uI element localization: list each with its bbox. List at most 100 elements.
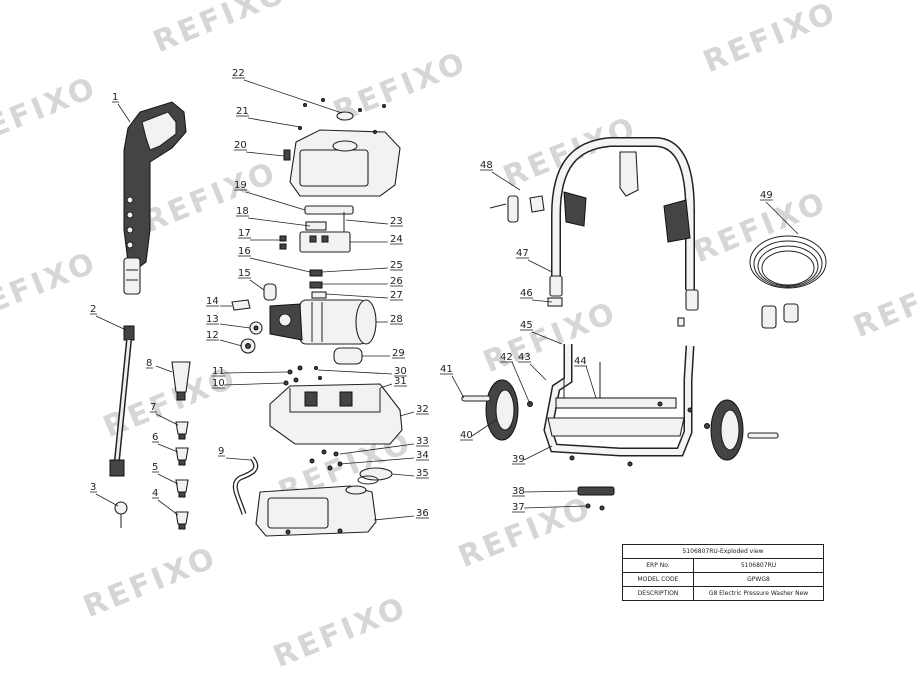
callout-leader [531, 299, 553, 303]
callout-number: 17 [238, 228, 251, 239]
callout-number: 34 [416, 450, 429, 461]
callout-leader [247, 117, 301, 128]
callout-leader [219, 323, 251, 329]
title-block-row: DESCRIPTION G8 Electric Pressure Washer … [623, 587, 823, 600]
callout-number: 43 [518, 352, 531, 363]
callout-leader [157, 473, 179, 485]
title-block-row: MODEL CODE GPWG8 [623, 573, 823, 587]
callout-number: 39 [512, 454, 525, 465]
callout-leader [249, 279, 265, 291]
switch-assembly [279, 212, 351, 299]
callout-number: 4 [152, 488, 158, 499]
callout-number: 9 [218, 446, 224, 457]
callout-number: 30 [394, 366, 407, 377]
callout-number: 35 [416, 468, 429, 479]
callout-leader [243, 79, 343, 114]
callout-leader [379, 383, 393, 389]
top-cover [283, 98, 401, 215]
hose-clip [489, 195, 685, 327]
detergent-tank [255, 485, 377, 537]
callout-number: 11 [212, 366, 225, 377]
callout-number: 41 [440, 364, 453, 375]
cord-hook [577, 486, 615, 511]
callout-number: 40 [460, 430, 473, 441]
callout-number: 15 [238, 268, 251, 279]
callout-number: 3 [90, 482, 96, 493]
callout-number: 12 [206, 330, 219, 341]
callout-layer: 1234567891011121314151617181920212223242… [90, 68, 799, 521]
diagram-canvas: 1234567891011121314151617181920212223242… [90, 68, 827, 537]
callout-number: 49 [760, 190, 773, 201]
callout-number: 7 [150, 402, 156, 413]
callout-number: 36 [416, 508, 429, 519]
callout-number: 46 [520, 288, 533, 299]
title-block: 5106807RU-Exploded view ERP No. 5106807R… [622, 544, 824, 601]
title-block-value: 5106807RU [740, 562, 777, 569]
callout-leader [511, 361, 531, 405]
callout-leader [249, 257, 311, 273]
callout-leader [157, 499, 179, 516]
callout-number: 37 [512, 502, 525, 513]
title-block-value: G8 Electric Pressure Washer New [708, 590, 809, 597]
callout-leader [219, 339, 243, 347]
callout-number: 47 [516, 248, 529, 259]
callout-leader [155, 365, 173, 373]
callout-number: 21 [236, 106, 249, 117]
motor-pump [269, 299, 377, 365]
title-block-key: ERP No. [623, 559, 694, 572]
callout-leader [451, 375, 465, 399]
lance [109, 325, 135, 477]
callout-number: 14 [206, 296, 219, 307]
callout-leader [247, 217, 311, 227]
callout-leader [373, 515, 415, 521]
callout-number: 31 [394, 376, 407, 387]
callout-leader [117, 103, 131, 123]
title-block-value: GPWG8 [747, 576, 770, 583]
callout-number: 45 [520, 320, 533, 331]
callout-leader [523, 505, 587, 509]
callout-leader [223, 371, 289, 374]
callout-leader [391, 473, 415, 477]
callout-leader [325, 293, 389, 299]
callout-number: 19 [234, 180, 247, 191]
callout-number: 24 [390, 234, 403, 245]
turbo-nozzle [171, 361, 191, 401]
callout-leader [399, 411, 415, 417]
wheels [461, 379, 779, 461]
callout-number: 28 [390, 314, 403, 325]
suction-hose [232, 456, 259, 515]
callout-number: 8 [146, 358, 152, 369]
callout-leader [225, 457, 251, 461]
lower-frame [543, 344, 695, 467]
callout-leader [95, 315, 127, 331]
callout-number: 2 [90, 304, 96, 315]
callout-number: 1 [112, 92, 118, 103]
callout-number: 22 [232, 68, 245, 79]
callout-leader [339, 443, 415, 455]
callout-leader [155, 413, 179, 426]
callout-leader [321, 267, 389, 273]
callout-number: 44 [574, 356, 587, 367]
callout-number: 27 [390, 290, 403, 301]
title-block-heading: 5106807RU-Exploded view [623, 545, 823, 559]
callout-number: 42 [500, 352, 513, 363]
callout-number: 20 [234, 140, 247, 151]
callout-leader [765, 201, 799, 235]
callout-leader [527, 259, 553, 273]
callout-leader [339, 457, 415, 465]
title-block-key: DESCRIPTION [623, 587, 694, 600]
callout-leader [491, 171, 521, 191]
callout-leader [531, 331, 563, 345]
callout-number: 13 [206, 314, 219, 325]
callout-number: 16 [238, 246, 251, 257]
callout-leader [529, 363, 547, 381]
callout-leader [245, 191, 306, 211]
callout-number: 23 [390, 216, 403, 227]
callout-number: 38 [512, 486, 525, 497]
title-block-row: ERP No. 5106807RU [623, 559, 823, 573]
nozzle-tips [175, 421, 189, 530]
title-block-key: MODEL CODE [623, 573, 694, 586]
callout-number: 26 [390, 276, 403, 287]
callout-number: 29 [392, 348, 405, 359]
